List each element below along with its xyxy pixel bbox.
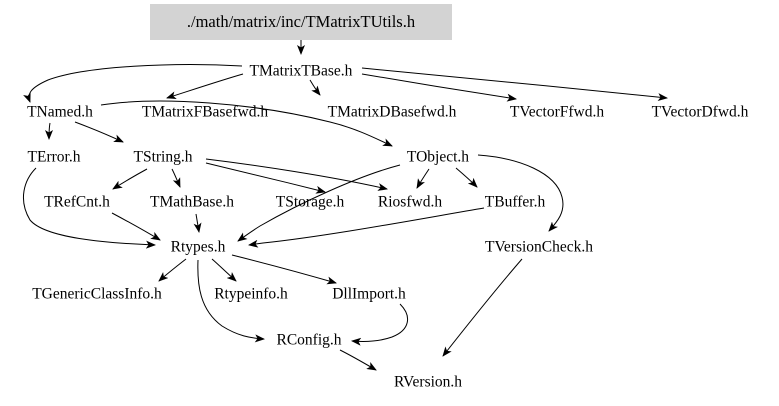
edge-tnamed-to-tobject — [100, 100, 393, 147]
edge-tmatrixtbase-to-tnamed — [23, 64, 243, 103]
node-root[interactable]: ./math/matrix/inc/TMatrixTUtils.h — [150, 4, 452, 40]
node-dllimport[interactable]: DllImport.h — [332, 285, 406, 303]
edge-rtypes-to-tgenericclassinfo — [158, 258, 187, 282]
node-tmathbase[interactable]: TMathBase.h — [150, 193, 234, 211]
edge-tmatrixtbase-to-tmatrixfbasefwd — [166, 73, 244, 100]
node-rconfig[interactable]: RConfig.h — [276, 331, 342, 349]
edge-tstring-to-tstorage — [205, 162, 326, 194]
node-rtypeinfo[interactable]: Rtypeinfo.h — [214, 285, 288, 303]
edge-tobject-to-riosfwd — [416, 168, 430, 189]
node-tobject[interactable]: TObject.h — [406, 148, 470, 166]
node-tvectorffwd[interactable]: TVectorFfwd.h — [509, 103, 605, 121]
edge-tbuffer-to-rtypes — [248, 207, 485, 248]
edge-tstring-to-tmathbase — [171, 168, 181, 188]
edge-tmatrixtbase-to-tmatrixdbasefwd — [309, 79, 321, 96]
node-tmatrixtbase[interactable]: TMatrixTBase.h — [249, 62, 353, 80]
edge-tobject-to-rtypes — [237, 164, 401, 242]
node-tstring[interactable]: TString.h — [133, 148, 193, 166]
node-tmatrixfbasefwd[interactable]: TMatrixFBasefwd.h — [141, 103, 269, 121]
edge-trefcnt-to-rtypes — [111, 212, 161, 241]
edge-terror-to-rtypes — [22, 167, 156, 249]
node-tbuffer[interactable]: TBuffer.h — [484, 193, 546, 211]
edge-tstring-to-riosfwd — [205, 158, 388, 191]
node-tstorage[interactable]: TStorage.h — [275, 193, 345, 211]
edge-rtypes-to-rtypeinfo — [211, 258, 237, 282]
edge-tnamed-to-terror — [45, 122, 54, 140]
edge-rconfig-to-rversion — [339, 349, 377, 371]
node-riosfwd[interactable]: Riosfwd.h — [377, 193, 443, 211]
node-rtypes[interactable]: Rtypes.h — [170, 238, 226, 256]
node-terror[interactable]: TError.h — [27, 148, 81, 166]
edge-tobject-to-tbuffer — [455, 167, 478, 188]
edge-rtypes-to-dllimport — [231, 254, 337, 285]
node-rversion[interactable]: RVersion.h — [393, 373, 463, 391]
edge-tobject-to-tversioncheck — [477, 154, 564, 232]
edge-group — [22, 40, 668, 371]
edge-rtypes-to-rconfig — [197, 259, 265, 343]
node-tvectordfwd[interactable]: TVectorDfwd.h — [651, 103, 749, 121]
node-tnamed[interactable]: TNamed.h — [27, 103, 93, 121]
node-trefcnt[interactable]: TRefCnt.h — [44, 193, 110, 211]
edge-tnamed-to-tstring — [74, 121, 124, 143]
edge-tversioncheck-to-rversion — [442, 258, 523, 357]
node-root-label: ./math/matrix/inc/TMatrixTUtils.h — [186, 11, 416, 31]
edge-tstring-to-trefcnt — [112, 168, 148, 190]
edge-tmatrixtbase-to-tvectorffwd — [361, 73, 517, 102]
edge-dllimport-to-rconfig — [351, 303, 408, 346]
node-tmatrixdbasefwd[interactable]: TMatrixDBasefwd.h — [327, 103, 457, 121]
node-tversioncheck[interactable]: TVersionCheck.h — [484, 238, 594, 256]
node-tgenericclassinfo[interactable]: TGenericClassInfo.h — [32, 285, 162, 303]
edge-tmatrixtbase-to-tvectordfwd — [361, 67, 668, 102]
edge-tmathbase-to-rtypes — [193, 213, 202, 233]
